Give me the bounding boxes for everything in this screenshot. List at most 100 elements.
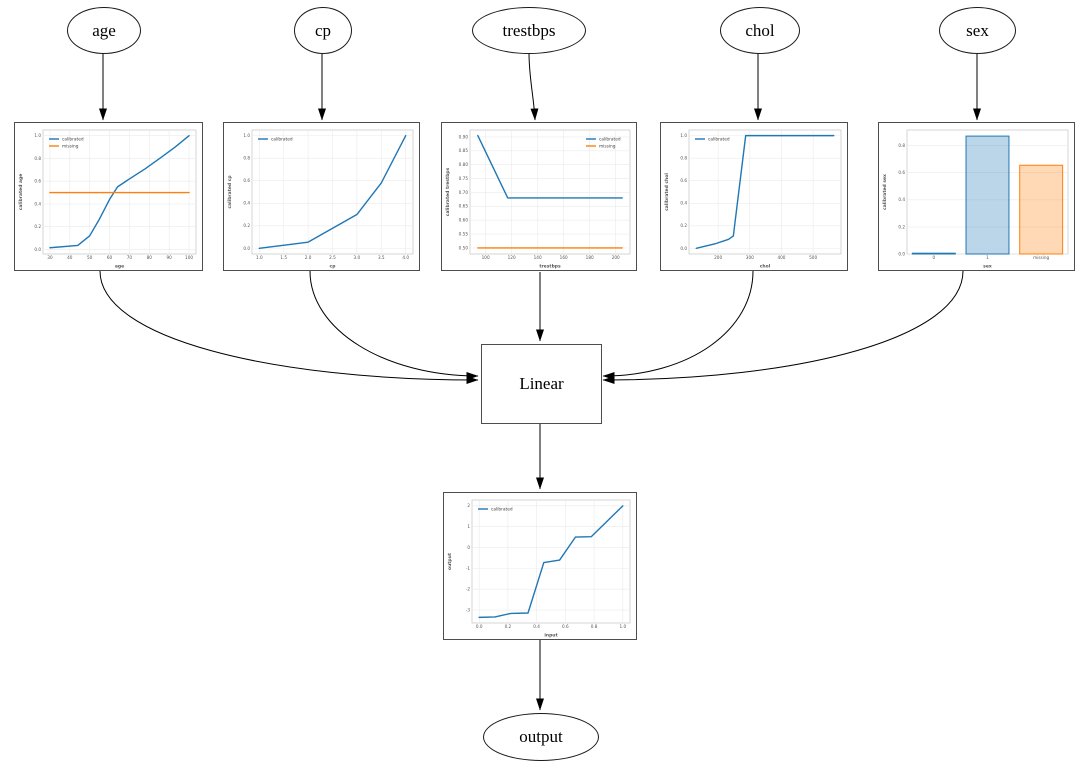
plot-cp-calibration: 0.0 0.2 0.4 0.6 0.8 1.0 1.0 1.5 2.0 2.5 3.0 3.5 4.0 c… (223, 122, 420, 271)
svg-text:0.0: 0.0 (243, 246, 250, 251)
svg-text:missing: missing (1033, 255, 1049, 260)
svg-text:calibrated trestbps: calibrated trestbps (445, 167, 451, 216)
svg-text:calibrated chol: calibrated chol (664, 173, 670, 211)
svg-text:80: 80 (147, 255, 153, 260)
svg-text:0.6: 0.6 (562, 624, 569, 629)
svg-text:calibrated: calibrated (62, 137, 84, 143)
svg-text:0.85: 0.85 (459, 148, 469, 153)
svg-text:calibrated age: calibrated age (18, 174, 24, 211)
svg-text:0.8: 0.8 (898, 143, 905, 148)
svg-text:calibrated sex: calibrated sex (882, 174, 888, 210)
svg-text:-2: -2 (466, 587, 471, 592)
svg-text:missing: missing (599, 144, 616, 150)
svg-text:120: 120 (508, 255, 516, 260)
edge-age-calibrator-to-linear (99, 270, 479, 384)
svg-text:1.0: 1.0 (256, 255, 263, 260)
svg-text:0.2: 0.2 (898, 224, 905, 229)
svg-text:input: input (544, 633, 558, 639)
svg-text:0.6: 0.6 (898, 170, 905, 175)
edge-chol-calibrator-to-linear (602, 270, 754, 380)
svg-text:90: 90 (167, 255, 173, 260)
svg-text:0.4: 0.4 (533, 624, 540, 629)
node-trestbps-label: trestbps (502, 20, 556, 40)
node-chol-label: chol (745, 20, 775, 40)
svg-text:160: 160 (560, 255, 568, 260)
svg-text:1.0: 1.0 (243, 133, 250, 138)
svg-text:0.6: 0.6 (34, 179, 41, 184)
node-age: age (67, 7, 141, 54)
svg-text:calibrated: calibrated (599, 137, 621, 143)
svg-text:-3: -3 (466, 607, 471, 612)
svg-text:0.8: 0.8 (243, 156, 250, 161)
svg-text:0.50: 0.50 (459, 245, 469, 250)
node-linear: Linear (481, 344, 602, 424)
svg-text:0: 0 (932, 255, 935, 260)
svg-text:2: 2 (467, 503, 470, 508)
svg-text:0.0: 0.0 (898, 251, 905, 256)
svg-text:calibrated: calibrated (271, 137, 293, 143)
svg-text:cp: cp (330, 265, 337, 270)
svg-text:180: 180 (586, 255, 594, 260)
svg-text:0.70: 0.70 (459, 190, 469, 195)
svg-text:0: 0 (467, 545, 470, 550)
node-age-label: age (92, 20, 116, 40)
svg-text:3.0: 3.0 (354, 255, 361, 260)
svg-text:trestbps: trestbps (539, 264, 561, 270)
svg-text:0.8: 0.8 (34, 156, 41, 161)
svg-text:sex: sex (983, 265, 992, 270)
svg-text:0.6: 0.6 (243, 178, 250, 183)
svg-text:300: 300 (746, 255, 754, 260)
svg-text:50: 50 (87, 255, 93, 260)
svg-text:200: 200 (714, 255, 722, 260)
svg-text:1.5: 1.5 (280, 255, 287, 260)
svg-text:-1: -1 (466, 566, 471, 571)
node-sex: sex (939, 7, 1016, 54)
svg-text:0.2: 0.2 (505, 624, 512, 629)
svg-text:1: 1 (467, 524, 470, 529)
svg-text:0.2: 0.2 (34, 224, 41, 229)
svg-text:2.0: 2.0 (305, 255, 312, 260)
node-chol: chol (720, 7, 800, 54)
svg-text:2.5: 2.5 (329, 255, 336, 260)
svg-text:0.90: 0.90 (459, 134, 469, 139)
node-cp-label: cp (314, 20, 332, 40)
svg-text:calibrated: calibrated (708, 137, 730, 143)
svg-text:0.80: 0.80 (459, 162, 469, 167)
edge-cp-calibrator-to-linear (309, 270, 479, 380)
edge-trestbps-to-calibrator (528, 52, 539, 121)
svg-text:0.0: 0.0 (476, 624, 483, 629)
svg-text:chol: chol (760, 264, 771, 270)
svg-text:0.2: 0.2 (680, 223, 687, 228)
node-sex-label: sex (966, 20, 989, 40)
svg-text:1.0: 1.0 (34, 133, 41, 138)
svg-text:3.5: 3.5 (378, 255, 385, 260)
svg-text:0.8: 0.8 (680, 156, 687, 161)
svg-text:4.0: 4.0 (402, 255, 409, 260)
node-trestbps: trestbps (472, 7, 586, 54)
svg-text:0.55: 0.55 (459, 231, 469, 236)
svg-text:30: 30 (47, 255, 53, 260)
svg-text:output: output (447, 552, 453, 570)
svg-text:0.0: 0.0 (680, 246, 687, 251)
svg-text:0.60: 0.60 (459, 218, 469, 223)
svg-text:500: 500 (809, 255, 817, 260)
svg-text:0.2: 0.2 (243, 223, 250, 228)
node-cp: cp (294, 7, 352, 54)
svg-text:1.0: 1.0 (619, 624, 626, 629)
svg-text:200: 200 (612, 255, 620, 260)
svg-text:60: 60 (107, 255, 113, 260)
svg-text:0.75: 0.75 (459, 176, 469, 181)
svg-text:70: 70 (127, 255, 133, 260)
node-output-label: output (519, 727, 563, 746)
svg-text:100: 100 (482, 255, 490, 260)
svg-text:calibrated cp: calibrated cp (227, 175, 233, 209)
svg-text:1.0: 1.0 (680, 133, 687, 138)
svg-text:0.8: 0.8 (591, 624, 598, 629)
svg-text:400: 400 (777, 255, 785, 260)
svg-text:0.4: 0.4 (243, 201, 250, 206)
